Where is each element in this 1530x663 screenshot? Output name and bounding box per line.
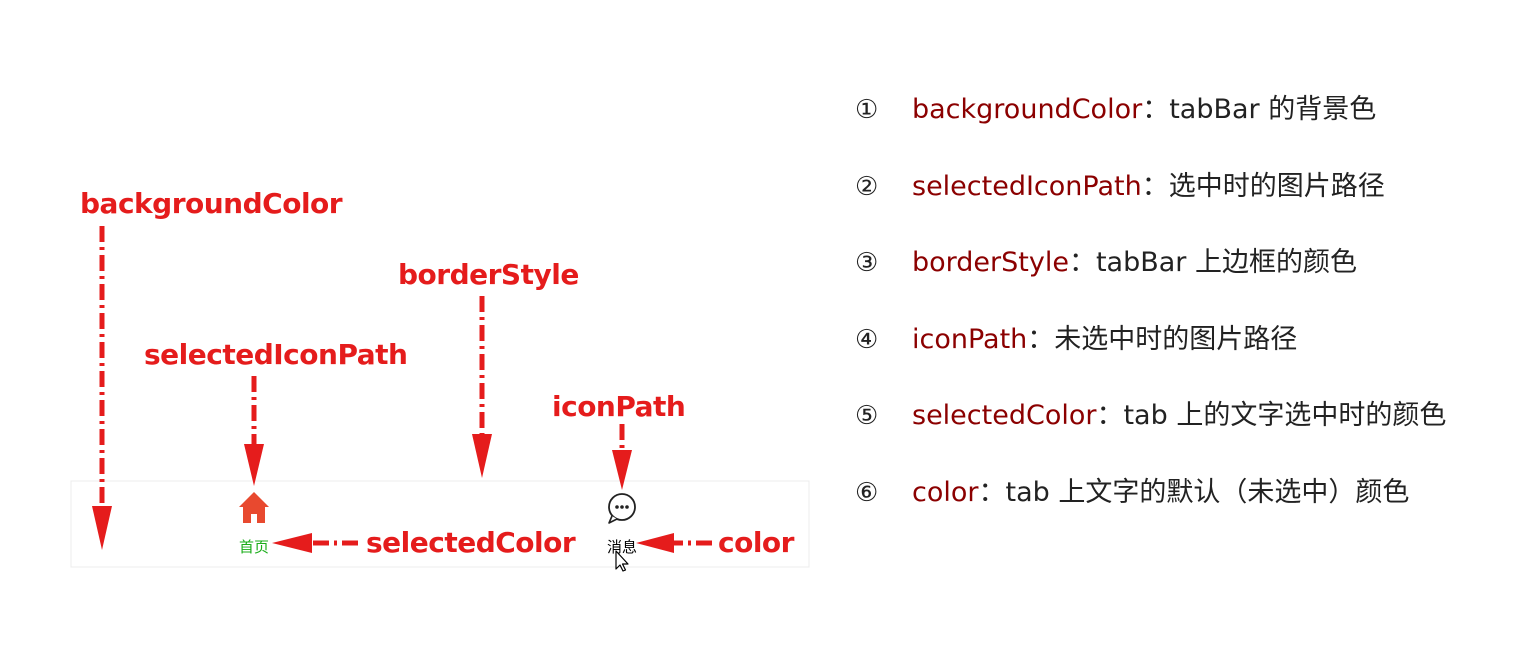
- legend-separator: ：: [978, 476, 1006, 508]
- property-legend: ① backgroundColor ： tabBar 的背景色 ② select…: [855, 88, 1446, 547]
- tab-home[interactable]: 首页: [239, 492, 269, 556]
- legend-item-selected-color: ⑤ selectedColor ： tab 上的文字选中时的颜色: [855, 394, 1446, 471]
- legend-number: ⑥: [855, 477, 879, 508]
- legend-item-selected-icon-path: ② selectedIconPath ： 选中时的图片路径: [855, 165, 1446, 242]
- legend-property-name: iconPath: [912, 323, 1028, 355]
- legend-property-name: backgroundColor: [912, 94, 1143, 125]
- svg-text:color: color: [718, 526, 795, 559]
- legend-description: 未选中时的图片路径: [1054, 323, 1298, 355]
- tabbar-mock: [70, 480, 810, 568]
- tab-label-home: 首页: [239, 538, 269, 556]
- annotation-icon-path: iconPath: [549, 387, 689, 490]
- svg-text:selectedIconPath: selectedIconPath: [144, 338, 407, 371]
- home-icon: [239, 492, 269, 523]
- legend-description: tab 上的文字选中时的颜色: [1123, 400, 1447, 431]
- legend-number: ①: [855, 95, 879, 125]
- svg-text:backgroundColor: backgroundColor: [80, 187, 343, 220]
- legend-number: ②: [855, 171, 879, 202]
- legend-separator: ：: [1068, 247, 1096, 278]
- annotation-background-color: backgroundColor: [77, 184, 346, 550]
- mouse-cursor-icon: [615, 550, 629, 572]
- legend-description: tabBar 上边框的颜色: [1095, 247, 1357, 278]
- legend-separator: ：: [1142, 94, 1170, 125]
- legend-item-color: ⑥ color ： tab 上文字的默认（未选中）颜色: [855, 471, 1446, 548]
- svg-text:selectedColor: selectedColor: [366, 526, 576, 559]
- annotation-border-style: borderStyle: [395, 255, 582, 478]
- legend-number: ③: [855, 248, 879, 278]
- svg-text:borderStyle: borderStyle: [398, 258, 579, 291]
- svg-text:iconPath: iconPath: [552, 390, 685, 423]
- legend-property-name: selectedIconPath: [912, 170, 1142, 202]
- legend-separator: ：: [1096, 400, 1124, 431]
- legend-item-icon-path: ④ iconPath ： 未选中时的图片路径: [855, 318, 1446, 395]
- legend-property-name: selectedColor: [912, 400, 1097, 431]
- tab-label-message: 消息: [607, 538, 637, 556]
- legend-number: ④: [855, 324, 879, 355]
- legend-property-name: borderStyle: [912, 247, 1069, 278]
- legend-item-background-color: ① backgroundColor ： tabBar 的背景色: [855, 88, 1446, 165]
- legend-description: 选中时的图片路径: [1168, 170, 1385, 202]
- message-bubble-icon: [608, 493, 636, 524]
- legend-number: ⑤: [855, 401, 879, 431]
- annotation-color: color: [636, 523, 798, 562]
- legend-separator: ：: [1141, 170, 1169, 202]
- annotation-selected-icon-path: selectedIconPath: [141, 335, 411, 486]
- legend-property-name: color: [912, 476, 979, 508]
- legend-separator: ：: [1027, 323, 1055, 355]
- legend-description: tab 上文字的默认（未选中）颜色: [1005, 476, 1410, 508]
- annotation-selected-color: selectedColor: [272, 523, 579, 562]
- tab-message[interactable]: 消息: [607, 493, 637, 556]
- legend-description: tabBar 的背景色: [1169, 94, 1377, 125]
- legend-item-border-style: ③ borderStyle ： tabBar 上边框的颜色: [855, 241, 1446, 318]
